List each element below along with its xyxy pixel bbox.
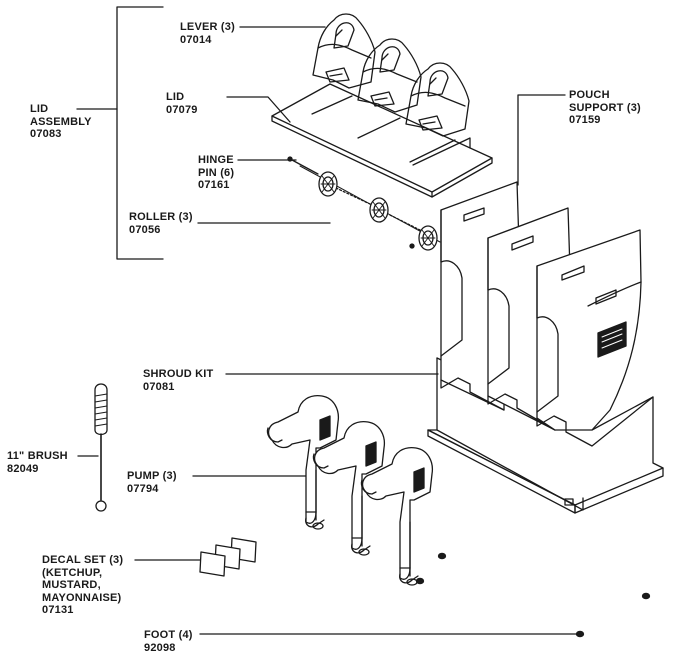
decal-set-name3: MUSTARD, (42, 579, 101, 591)
label-roller: ROLLER (3) 07056 (129, 211, 193, 236)
decal-set (199, 537, 257, 577)
lid-plate (271, 83, 493, 198)
label-lid: LID 07079 (166, 91, 198, 116)
shroud-kit-code: 07081 (143, 380, 175, 393)
pouch-support-code: 07159 (569, 114, 601, 126)
rollers-and-pins (287, 156, 441, 251)
pouch-support-3 (536, 229, 654, 447)
lid-name: LID (166, 91, 185, 103)
roller-1 (318, 171, 338, 197)
hinge-pin-code: 07161 (198, 179, 230, 191)
label-foot: FOOT (4) 92098 (144, 629, 193, 654)
feet (415, 552, 651, 638)
label-pouch-support: POUCH SUPPORT (3) 07159 (569, 89, 641, 127)
pump-1 (266, 394, 340, 530)
lid-assembly-code: 07083 (30, 128, 62, 140)
lever-1 (312, 13, 376, 89)
lid-assembly-name: LID (30, 103, 49, 115)
hinge-pin-name2: PIN (6) (198, 166, 235, 179)
pouch-support-name2: SUPPORT (3) (569, 101, 641, 114)
pump-3 (360, 446, 434, 586)
label-lid-assembly: LID ASSEMBLY 07083 (30, 103, 92, 141)
lever-2 (357, 38, 422, 113)
label-brush: 11" BRUSH 82049 (7, 450, 68, 475)
foot-name: FOOT (4) (144, 629, 193, 641)
lever-name: LEVER (3) (180, 21, 235, 33)
roller-3 (418, 225, 438, 251)
pump-2 (312, 420, 386, 556)
pouch-supports (440, 181, 654, 447)
lid-assembly-name2: ASSEMBLY (30, 115, 92, 128)
roller-code: 07056 (129, 223, 161, 236)
roller-2 (369, 197, 389, 223)
pump-code: 07794 (127, 482, 159, 495)
lever-code: 07014 (180, 33, 212, 46)
pouch-support-name: POUCH (569, 89, 610, 101)
hinge-pin-name: HINGE (198, 154, 234, 166)
label-decal-set: DECAL SET (3) (KETCHUP, MUSTARD, MAYONNA… (42, 554, 123, 617)
leader-lines (76, 6, 579, 635)
label-pump: PUMP (3) 07794 (127, 470, 177, 495)
brush (94, 383, 108, 512)
brush-name: 11" BRUSH (7, 450, 68, 462)
foot-code: 92098 (144, 641, 176, 654)
levers (312, 13, 470, 137)
brush-code: 82049 (7, 462, 39, 475)
label-hinge-pin: HINGE PIN (6) 07161 (198, 154, 234, 192)
decal-set-name4: MAYONNAISE) (42, 591, 122, 604)
label-shroud-kit: SHROUD KIT 07081 (143, 368, 213, 393)
decal-set-code: 07131 (42, 604, 74, 616)
pump-name: PUMP (3) (127, 470, 177, 482)
lid-code: 07079 (166, 103, 198, 116)
roller-name: ROLLER (3) (129, 211, 193, 223)
pumps (266, 394, 434, 586)
lever-3 (405, 62, 470, 137)
decal-set-name: DECAL SET (3) (42, 554, 124, 566)
label-lever: LEVER (3) 07014 (180, 21, 235, 46)
shroud-kit-name: SHROUD KIT (143, 368, 214, 380)
decal-set-name2: (KETCHUP, (42, 566, 103, 579)
